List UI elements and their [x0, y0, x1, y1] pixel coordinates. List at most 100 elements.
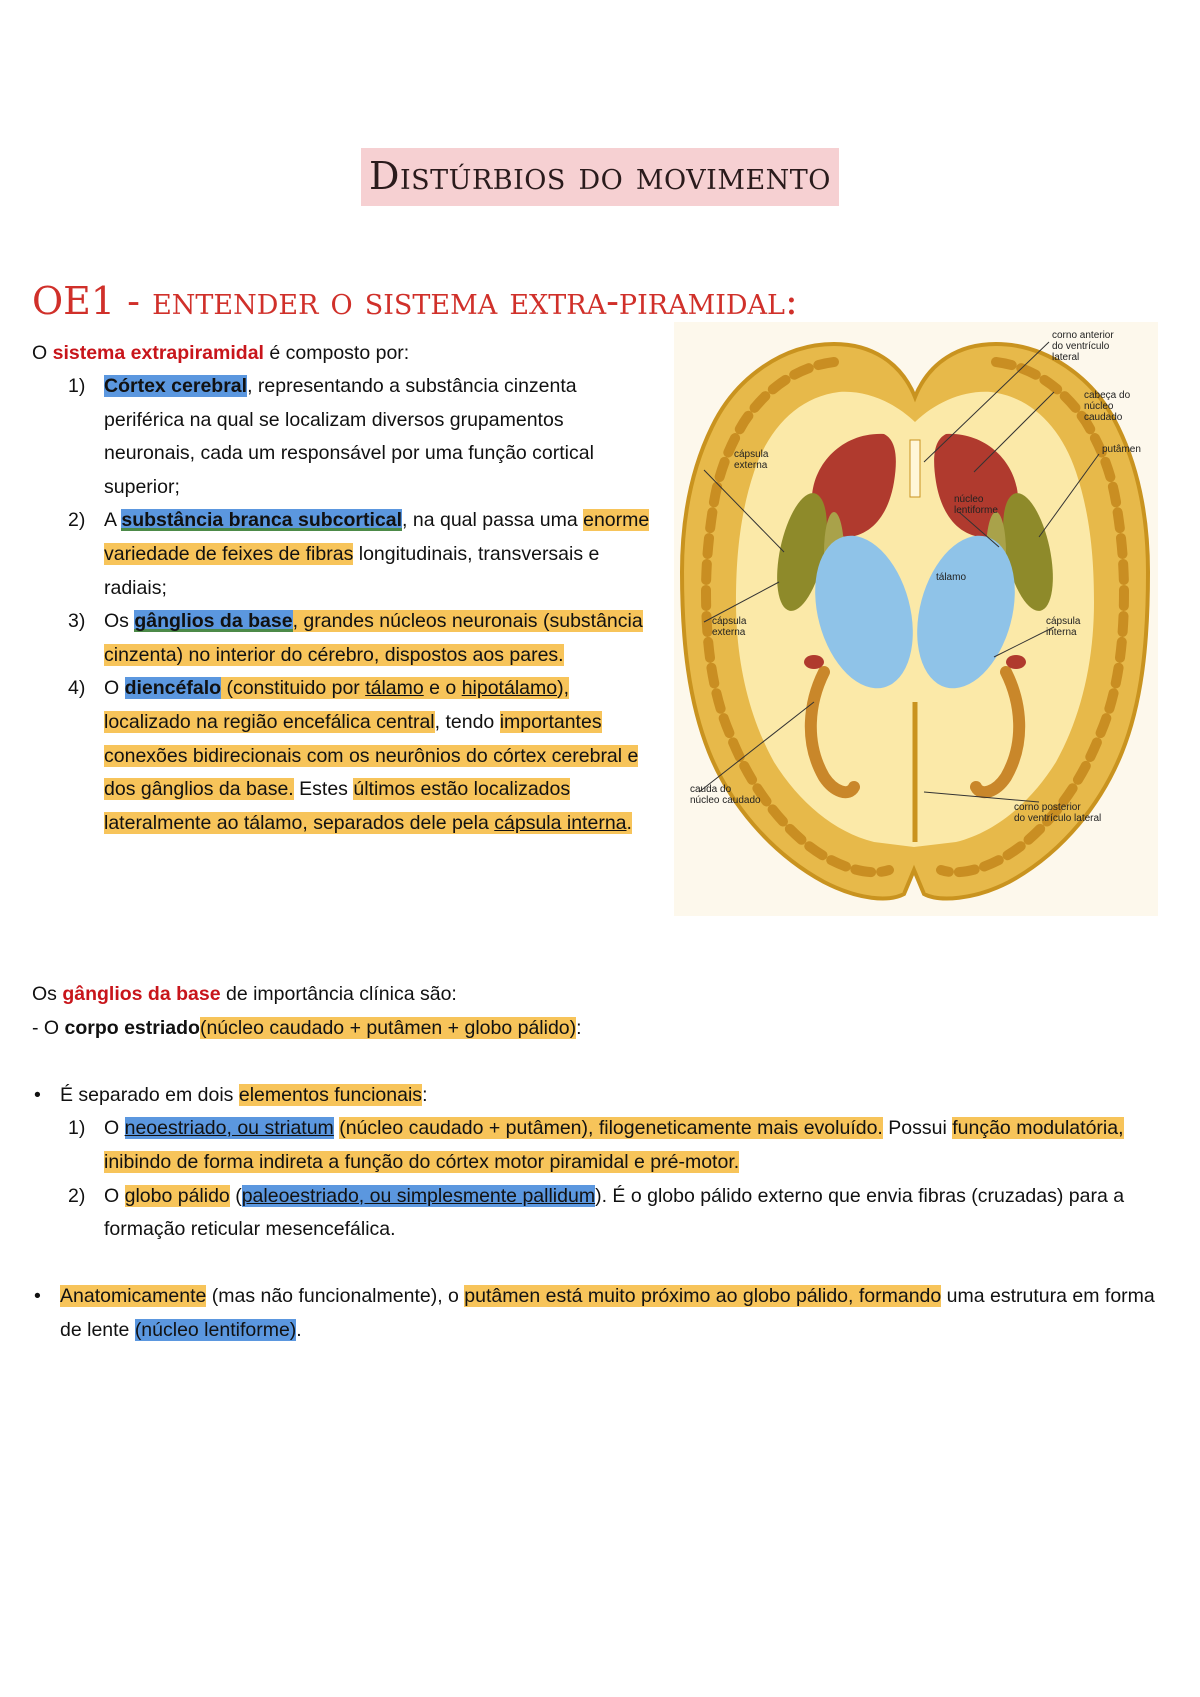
list-number: 4) [68, 677, 86, 700]
list-number: 1) [68, 375, 86, 397]
text: É separado em dois [60, 1083, 239, 1106]
term-talamo: tálamo [365, 677, 424, 700]
list-text: A [104, 509, 122, 532]
term-ganglios: gânglios da base [134, 610, 293, 633]
list-item-1: 1) Córtex cerebral, representando a subst… [32, 370, 652, 504]
putamen-right [1003, 493, 1053, 611]
spacer [32, 1045, 1172, 1079]
intro-pre: O [32, 342, 53, 364]
term-cortex: Córtex cerebral [104, 375, 248, 397]
list-number: 1) [68, 1117, 86, 1140]
list-number: 2) [68, 509, 86, 532]
text: - O [32, 1016, 65, 1039]
text: . [296, 1318, 302, 1341]
highlight-text: ), [557, 677, 570, 700]
leader-lines [698, 341, 1100, 803]
list-item-3: 3)Os gânglios da base, grandes núcleos n… [32, 605, 652, 672]
thalamus-left [815, 535, 913, 689]
term-globo-palido: globo pálido [124, 1184, 230, 1207]
intro-post: é composto por: [263, 342, 410, 364]
list-text: longitudinais, transversais e radiais; [104, 542, 600, 599]
highlight-text: putâmen está muito próximo ao globo páli… [464, 1285, 942, 1308]
text: de importância clínica são: [220, 983, 457, 1005]
highlight-text: (constituido por [221, 677, 366, 700]
list-number: 3) [68, 610, 86, 633]
label-talamo: tálamo [936, 572, 966, 583]
term-hipotalamo: hipotálamo [461, 677, 558, 700]
list-text: , tendo [434, 710, 500, 733]
list-item-4: 4) O diencéfalo (constituido por tálamo e… [32, 672, 652, 840]
ventricle-tail-right [970, 666, 1026, 799]
term-ganglios-base: gânglios da base [62, 983, 221, 1005]
text: O [104, 1117, 125, 1140]
highlight-text: elementos funcionais [238, 1083, 423, 1106]
list-text: , representando a substância cinzenta pe… [104, 375, 594, 498]
ganglios-intro: Os gânglios da base de importância clíni… [32, 978, 1172, 1012]
sub-item-1: 1) O neoestriado, ou striatum (núcleo cau… [32, 1112, 1172, 1179]
highlight-text: localizado na região encefálica central [104, 710, 435, 733]
term-substancia-branca: substância branca subcortical [121, 509, 403, 532]
text: : [576, 1016, 582, 1039]
text: : [422, 1083, 428, 1106]
ventricle-tail-left [804, 666, 860, 799]
intro-term: sistema extrapiramidal [52, 342, 264, 364]
list-text: , na qual passa uma [402, 509, 584, 532]
thalamus-right [917, 535, 1015, 689]
highlight-text: . [626, 811, 632, 834]
highlight-text: Anatomicamente [60, 1285, 207, 1308]
label-putamen: putâmen [1102, 444, 1141, 455]
caudate-left [811, 433, 896, 537]
term-nucleo-lentiforme: (núcleo lentiforme) [134, 1318, 297, 1341]
bullet-dot: • [34, 1083, 41, 1106]
text: Possui [882, 1117, 953, 1140]
highlight-text: (núcleo caudado + putâmen), filogenetica… [339, 1117, 883, 1140]
text: ). É o globo pálido externo que envia fi… [104, 1184, 1125, 1241]
caudate-right [934, 433, 1019, 537]
text: Os [32, 983, 63, 1005]
text: uma estrutura em forma de lente [60, 1285, 1155, 1341]
spacer [32, 1247, 1172, 1281]
term-capsula-interna: cápsula interna [494, 811, 627, 834]
sub-item-2: 2) O globo pálido (paleoestriado, ou simp… [32, 1180, 1172, 1247]
corpo-estriado-line: - O corpo estriado(núcleo caudado + putâ… [32, 1012, 1172, 1046]
highlight-text: (núcleo caudado + putâmen + globo pálido… [199, 1016, 577, 1039]
text: O [104, 1184, 125, 1207]
bullet-item-2: • Anatomicamente (mas não funcionalmente)… [32, 1280, 1172, 1347]
term-neoestriado: neoestriado, ou striatum [124, 1117, 334, 1140]
section-ganglios: Os gânglios da base de importância clíni… [32, 978, 1172, 1348]
putamen-left [777, 493, 827, 611]
tail-red-left [804, 655, 824, 669]
list-text: Os [104, 610, 135, 633]
intro-line: O sistema extrapiramidal é composto por: [32, 337, 409, 371]
tail-red-right [1006, 655, 1026, 669]
bullet-dot: • [34, 1285, 41, 1308]
section-heading: OE1 - entender o sistema extra-piramidal… [32, 279, 798, 323]
list-text: Estes [293, 778, 354, 801]
term-corpo-estriado: corpo estriado [64, 1016, 200, 1039]
ventricle-anterior [909, 439, 921, 498]
title-wrap: Distúrbios do movimento [0, 148, 1200, 206]
highlight-text: e o [423, 677, 462, 700]
list-item-2: 2) A substância branca subcortical, na qu… [32, 504, 652, 605]
list-text: O [104, 677, 125, 700]
page-title: Distúrbios do movimento [361, 148, 839, 206]
bullet-item-1: • É separado em dois elementos funcionais… [32, 1079, 1172, 1113]
text: ( [229, 1184, 242, 1207]
gyri-left [700, 357, 894, 878]
gyri-right [936, 357, 1130, 878]
text: (mas não funcionalmente), o [206, 1285, 465, 1308]
term-diencefalo: diencéfalo [124, 677, 222, 700]
term-paleoestriado: paleoestriado, ou simplesmente pallidum [241, 1184, 596, 1207]
components-list: 1) Córtex cerebral, representando a subst… [32, 370, 652, 840]
list-number: 2) [68, 1184, 86, 1207]
